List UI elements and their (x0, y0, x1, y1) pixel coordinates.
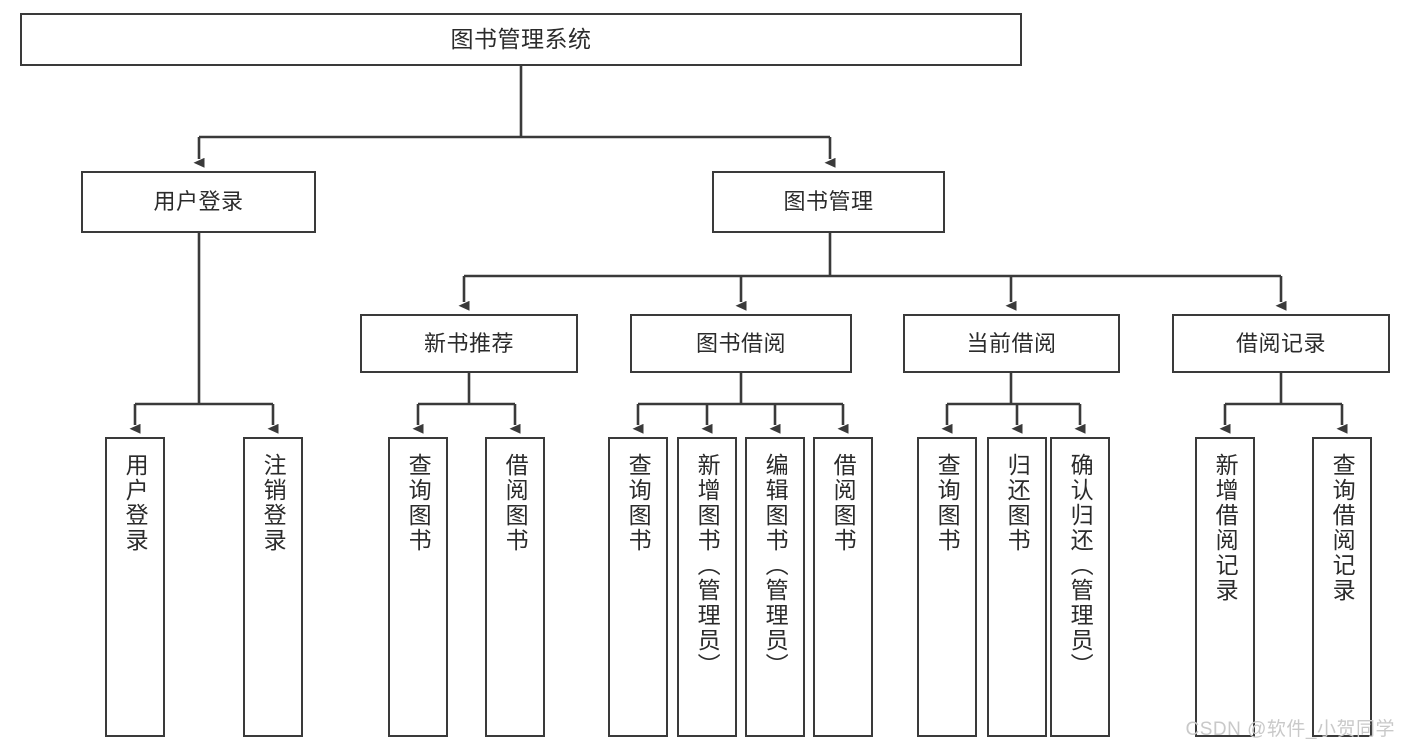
node-leaf-add-book[interactable]: 新增图书（管理员） (677, 437, 737, 737)
node-label: 查询图书 (405, 453, 432, 553)
node-label: 图书借阅 (695, 330, 786, 356)
node-label: 查询借阅记录 (1329, 453, 1356, 603)
node-label: 查询图书 (934, 453, 961, 553)
node-book-manage[interactable]: 图书管理 (712, 171, 945, 233)
node-label: 查询图书 (625, 453, 652, 553)
node-label: 图书管理系统 (450, 25, 592, 52)
node-label: 图书管理 (783, 189, 874, 215)
node-label: 归还图书 (1004, 453, 1031, 553)
node-leaf-query-book-1[interactable]: 查询图书 (388, 437, 448, 737)
node-leaf-borrow-book-1[interactable]: 借阅图书 (485, 437, 545, 737)
node-leaf-query-book-3[interactable]: 查询图书 (917, 437, 977, 737)
node-label: 新书推荐 (423, 330, 514, 356)
node-leaf-logout[interactable]: 注销登录 (243, 437, 303, 737)
node-current-borrow[interactable]: 当前借阅 (903, 314, 1120, 373)
node-leaf-user-login[interactable]: 用户登录 (105, 437, 165, 737)
node-label: 新增借阅记录 (1212, 453, 1239, 603)
node-leaf-add-record[interactable]: 新增借阅记录 (1195, 437, 1255, 737)
node-label: 注销登录 (260, 453, 287, 553)
node-label: 借阅图书 (830, 453, 857, 553)
node-book-borrow[interactable]: 图书借阅 (630, 314, 852, 373)
node-leaf-edit-book[interactable]: 编辑图书（管理员） (745, 437, 805, 737)
node-label: 当前借阅 (966, 330, 1057, 356)
node-leaf-return-book[interactable]: 归还图书 (987, 437, 1047, 737)
node-label: 用户登录 (153, 189, 244, 215)
node-new-book-recommend[interactable]: 新书推荐 (360, 314, 578, 373)
node-leaf-borrow-book-2[interactable]: 借阅图书 (813, 437, 873, 737)
node-root-system[interactable]: 图书管理系统 (20, 13, 1022, 66)
node-label: 借阅记录 (1235, 330, 1326, 356)
node-borrow-record[interactable]: 借阅记录 (1172, 314, 1390, 373)
node-label: 编辑图书（管理员） (762, 453, 789, 678)
node-label: 用户登录 (122, 453, 149, 553)
node-leaf-confirm-return[interactable]: 确认归还（管理员） (1050, 437, 1110, 737)
node-label: 新增图书（管理员） (694, 453, 721, 678)
node-leaf-query-book-2[interactable]: 查询图书 (608, 437, 668, 737)
node-leaf-query-record[interactable]: 查询借阅记录 (1312, 437, 1372, 737)
node-user-login[interactable]: 用户登录 (81, 171, 316, 233)
node-label: 确认归还（管理员） (1067, 453, 1094, 678)
node-label: 借阅图书 (502, 453, 529, 553)
